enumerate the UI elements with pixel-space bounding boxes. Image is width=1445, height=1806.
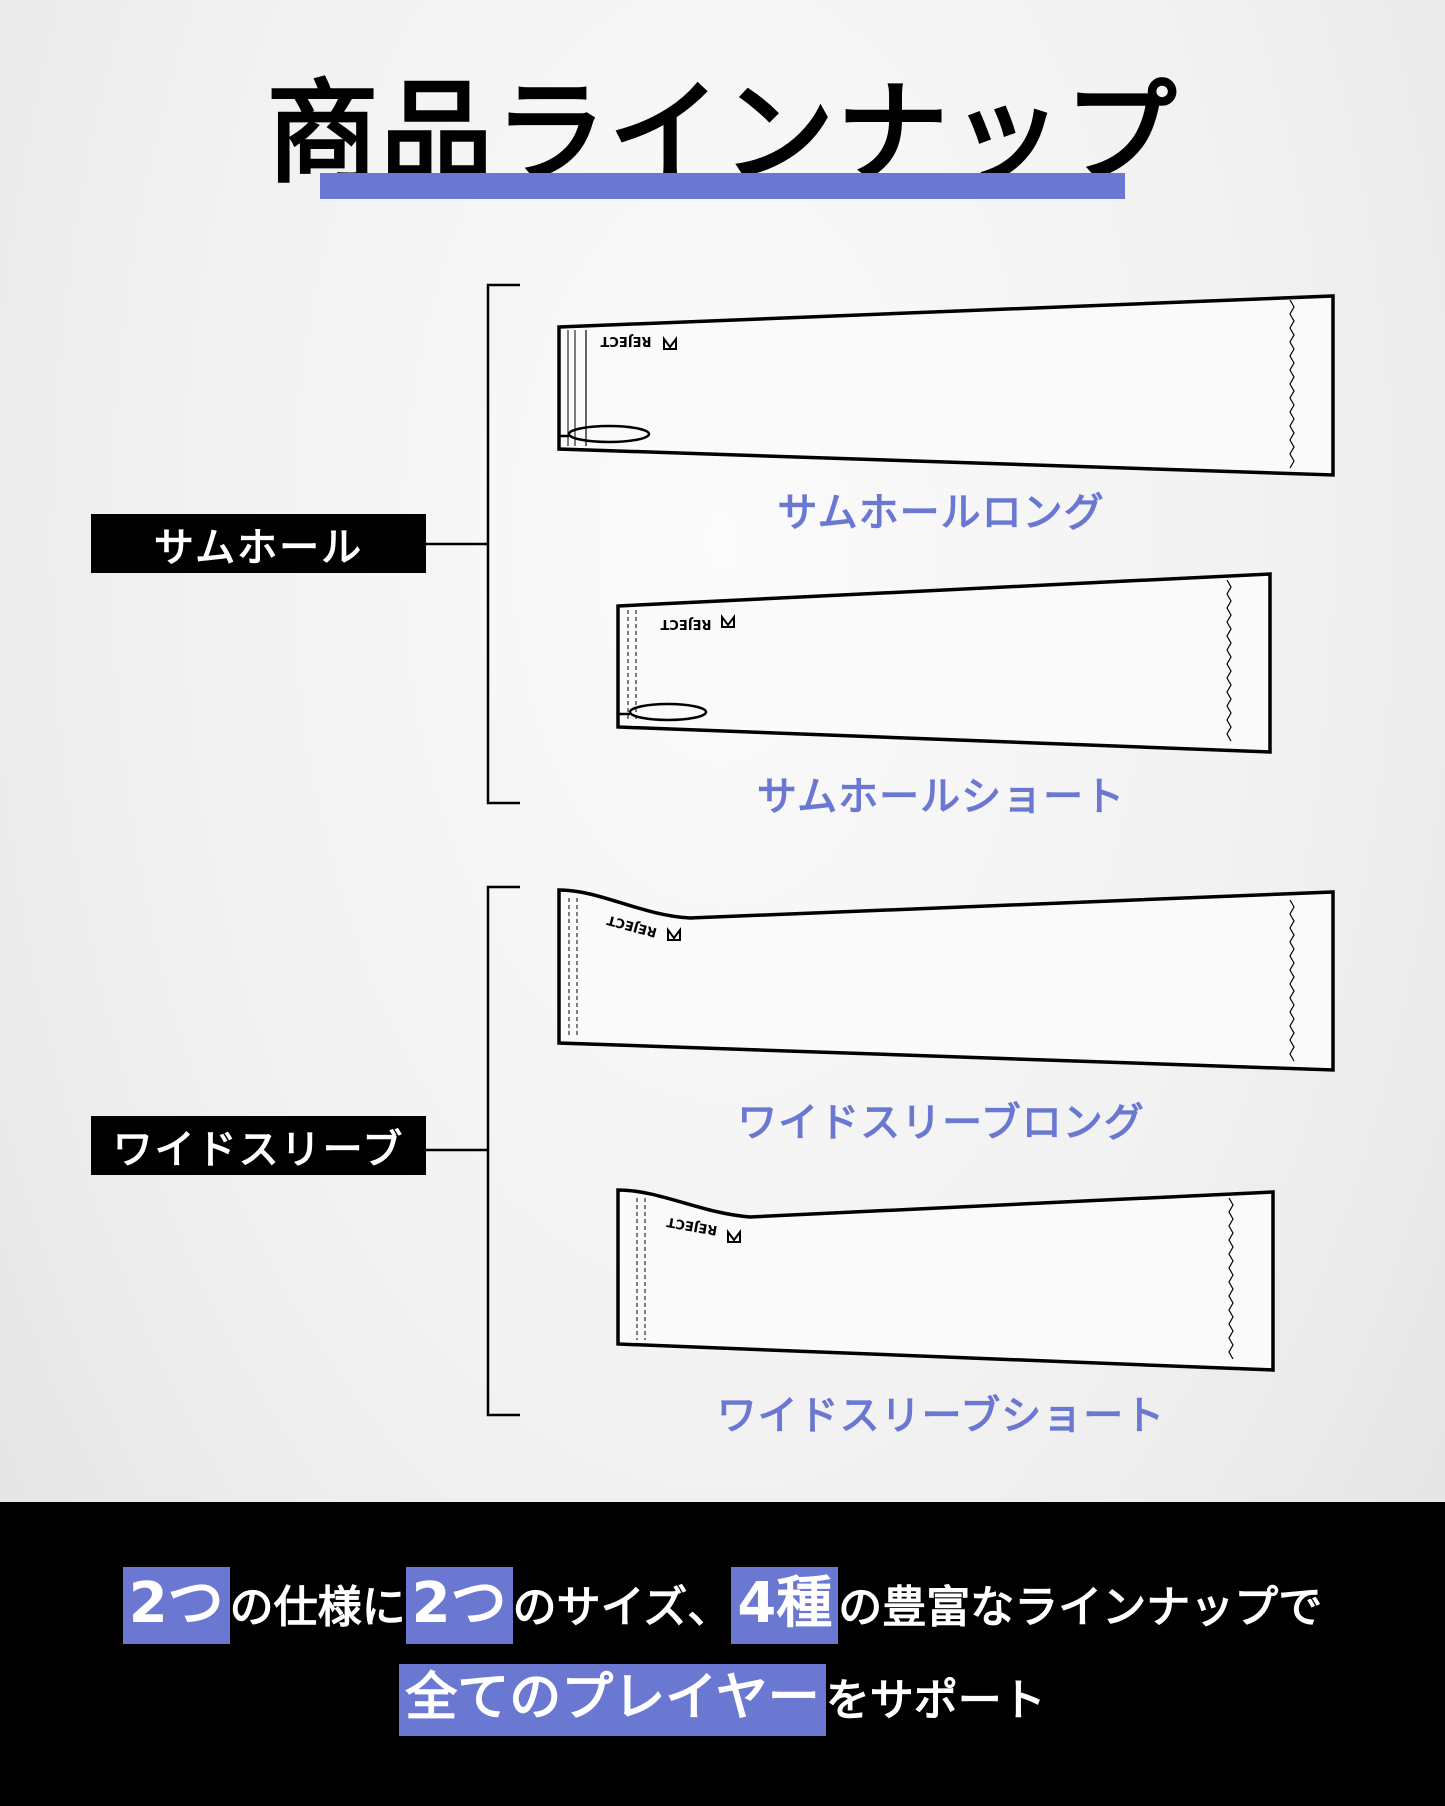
sleeve-wide-short: REJECT [616, 1188, 1275, 1372]
title-underline [320, 173, 1125, 199]
group-label-thumbhole: サムホール [91, 514, 426, 573]
highlight-all-players: 全てのプレイヤー [399, 1664, 826, 1736]
brand-logo-text: REJECT [600, 333, 651, 348]
product-name-wide-short: ワイドスリーブショート [716, 1393, 1166, 1439]
product-name-thumbhole-short: サムホールショート [756, 774, 1126, 820]
footer-text: の豊富なラインナップで [838, 1582, 1323, 1633]
page-title: 商品ラインナップ [266, 69, 1179, 199]
footer-line-2: 全てのプレイヤーをサポート [0, 1664, 1445, 1736]
svg-text:REJECT: REJECT [660, 616, 711, 631]
sleeve-thumbhole-short: REJECT [616, 572, 1272, 754]
highlight-2-specs: 2つ [122, 1567, 230, 1644]
bracket-thumbhole [426, 283, 520, 805]
footer-text: の仕様に [229, 1582, 406, 1633]
highlight-2-sizes: 2つ [405, 1567, 513, 1644]
product-name-wide-long: ワイドスリーブロング [737, 1100, 1145, 1146]
sleeve-wide-long: REJECT [557, 888, 1335, 1072]
footer-text: のサイズ、 [512, 1582, 732, 1633]
highlight-4-types: 4種 [731, 1567, 839, 1644]
group-label-widesleeve: ワイドスリーブ [91, 1116, 426, 1175]
sleeve-thumbhole-long: REJECT [557, 294, 1335, 477]
lineup-diagram: REJECT REJECT REJECT REJECT [426, 283, 1335, 1417]
footer-text: をサポート [825, 1675, 1046, 1726]
bracket-widesleeve [426, 885, 520, 1417]
product-name-thumbhole-long: サムホールロング [777, 490, 1105, 536]
